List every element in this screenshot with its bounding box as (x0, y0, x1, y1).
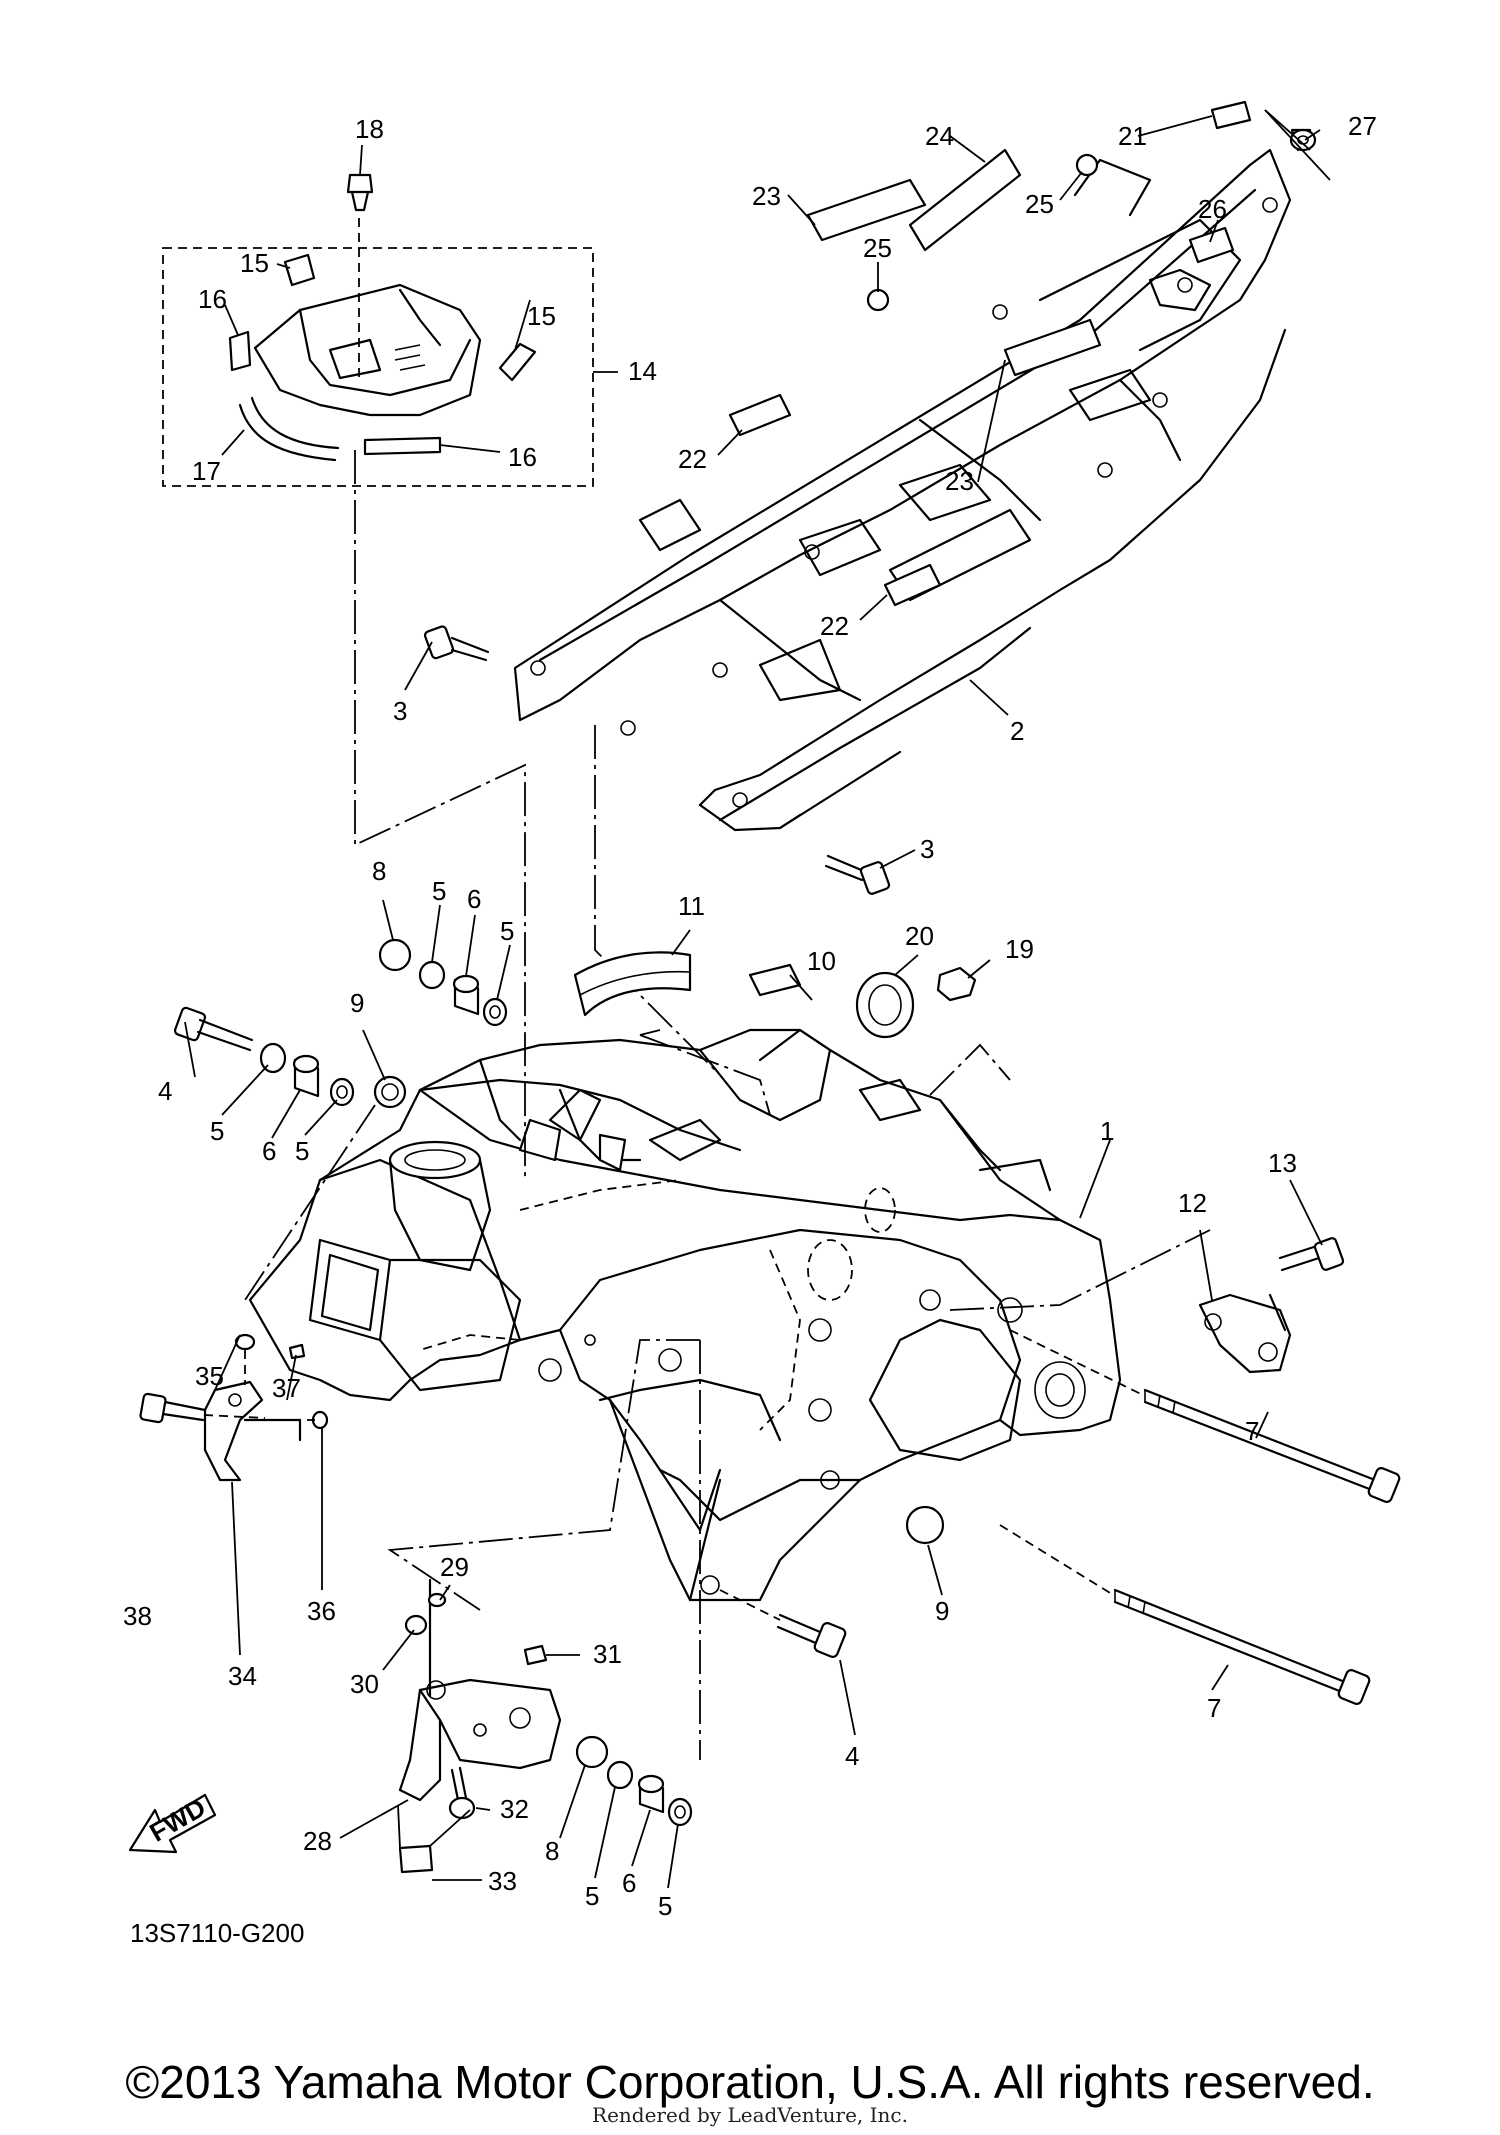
copyright-notice: ©2013 Yamaha Motor Corporation, U.S.A. A… (125, 2056, 1375, 2108)
bracket-28-group (397, 1578, 562, 1874)
chain-leader-bracket (387, 1339, 700, 1611)
callout-31: 31 (593, 1639, 622, 1669)
callout-29: 29 (440, 1552, 469, 1582)
callout-15: 15 (527, 301, 556, 331)
callout-18: 18 (355, 114, 384, 144)
callout-7: 7 (1207, 1693, 1221, 1723)
callout-23: 23 (945, 466, 974, 496)
callout-labels: 1 2 3 3 4 4 5 5 5 5 5 5 6 6 6 7 7 8 8 9 … (123, 111, 1377, 1921)
callout-5: 5 (658, 1891, 672, 1921)
callout-1: 1 (1100, 1116, 1114, 1146)
bracket-12-bolt-13 (1198, 1237, 1345, 1374)
chain-leader-short (639, 1029, 661, 1036)
chain-leader-2 (594, 725, 716, 1071)
callout-24: 24 (925, 121, 954, 151)
callout-5: 5 (585, 1881, 599, 1911)
callout-15: 15 (240, 248, 269, 278)
callout-32: 32 (500, 1794, 529, 1824)
chain-leader-11 (639, 1034, 771, 1116)
plug-9-lower (905, 1505, 945, 1545)
main-frame (248, 1028, 1122, 1602)
lower-bushings (575, 1735, 693, 1827)
fwd-arrow-icon: FWD (128, 1792, 217, 1854)
callout-38: 38 (123, 1601, 152, 1631)
callout-13: 13 (1268, 1148, 1297, 1178)
chain-leader-14 (354, 450, 526, 1180)
rendered-by-watermark: Rendered by LeadVenture, Inc. (592, 2103, 908, 2127)
callout-3: 3 (920, 834, 934, 864)
callout-16: 16 (508, 442, 537, 472)
callout-6: 6 (622, 1868, 636, 1898)
upper-left-hardware (173, 938, 508, 1109)
chain-leader-frame (244, 1104, 376, 1301)
callout-4: 4 (158, 1076, 172, 1106)
chain-leader-12 (949, 1229, 1211, 1311)
callout-6: 6 (262, 1136, 276, 1166)
callout-16: 16 (198, 284, 227, 314)
part-14-cover (228, 253, 537, 462)
callout-36: 36 (307, 1596, 336, 1626)
callout-22: 22 (820, 611, 849, 641)
callout-37: 37 (272, 1373, 301, 1403)
callout-9: 9 (350, 988, 364, 1018)
bracket-34-group (139, 1333, 329, 1482)
part-code: 13S7110-G200 (130, 1918, 304, 1948)
callout-5: 5 (295, 1136, 309, 1166)
bolt-3-upper (423, 625, 490, 662)
callout-17: 17 (192, 456, 221, 486)
callout-33: 33 (488, 1866, 517, 1896)
callout-20: 20 (905, 921, 934, 951)
callout-22: 22 (678, 444, 707, 474)
callout-7: 7 (1245, 1416, 1259, 1446)
callout-23: 23 (752, 181, 781, 211)
callout-35: 35 (195, 1361, 224, 1391)
callout-25: 25 (863, 233, 892, 263)
callout-2: 2 (1010, 716, 1024, 746)
callout-10: 10 (807, 946, 836, 976)
callout-5: 5 (210, 1116, 224, 1146)
callout-12: 12 (1178, 1188, 1207, 1218)
callout-34: 34 (228, 1661, 257, 1691)
leader-lines (184, 109, 1331, 1889)
callout-27: 27 (1348, 111, 1377, 141)
callout-25: 25 (1025, 189, 1054, 219)
callout-26: 26 (1198, 194, 1227, 224)
callout-21: 21 (1118, 121, 1147, 151)
callout-19: 19 (1005, 934, 1034, 964)
part-14-group-box (162, 247, 594, 487)
bolt-4-lower (719, 1589, 847, 1658)
chain-leader-19 (929, 1043, 1011, 1096)
callout-3: 3 (393, 696, 407, 726)
callout-11: 11 (678, 891, 705, 921)
callout-8: 8 (545, 1836, 559, 1866)
callout-14: 14 (628, 356, 657, 386)
callout-6: 6 (467, 884, 481, 914)
dash-leader (419, 1334, 521, 1351)
long-bolts-7 (999, 1329, 1401, 1705)
callout-30: 30 (350, 1669, 379, 1699)
bolt-3-lower (824, 854, 891, 895)
rear-subframe (513, 100, 1314, 832)
callout-9: 9 (935, 1596, 949, 1626)
callout-28: 28 (303, 1826, 332, 1856)
nut-27 (1289, 128, 1317, 152)
callout-8: 8 (372, 856, 386, 886)
callout-5: 5 (500, 916, 514, 946)
callout-4: 4 (845, 1741, 859, 1771)
clip-18 (346, 173, 374, 380)
upper-small-parts (573, 951, 977, 1039)
callout-5: 5 (432, 876, 446, 906)
